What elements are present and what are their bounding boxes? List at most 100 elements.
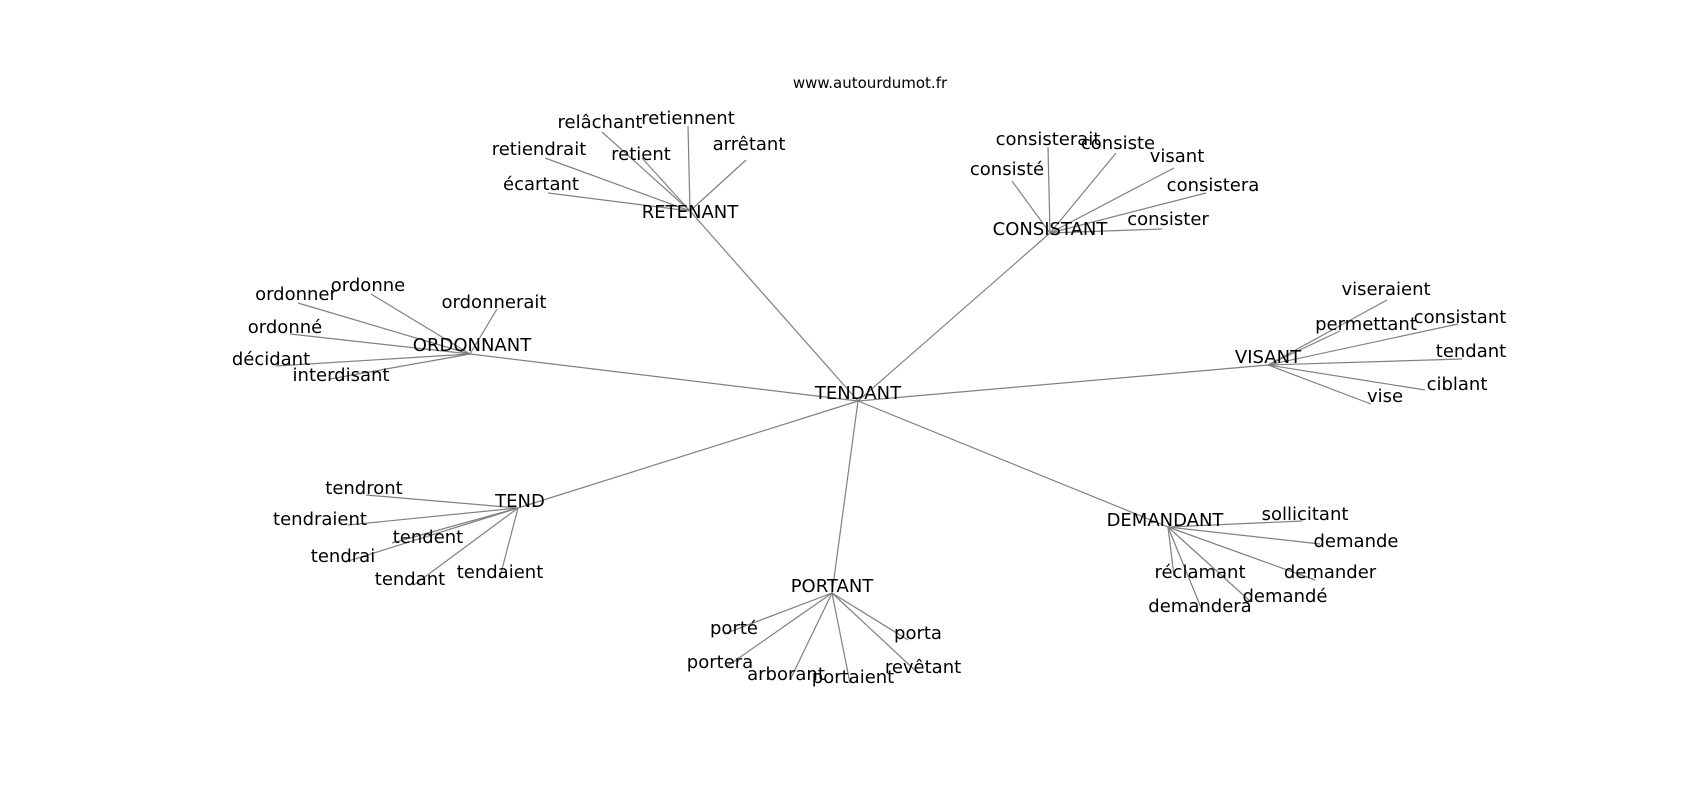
hub-label-retenant: RETENANT [642, 202, 739, 223]
leaf-label-consistant-5: consister [1127, 209, 1209, 230]
edge-portant-leaf-0 [723, 592, 833, 635]
edge-root-visant [857, 364, 1269, 402]
edge-ordonnant-leaf-2 [469, 308, 498, 355]
edge-demandant-leaf-0 [1167, 520, 1303, 528]
edge-demandant-leaf-4 [1167, 526, 1175, 577]
leaf-label-portant-2: arborant [747, 664, 825, 685]
edge-visant-leaf-2 [1267, 323, 1459, 366]
leaf-label-tend-4: tendant [375, 569, 445, 590]
leaf-label-demandant-2: demander [1284, 562, 1377, 583]
leaf-label-portant-0: porté [710, 618, 758, 639]
edge-consistant-leaf-1 [1047, 146, 1051, 234]
labels-layer: écartant retiendrait relâchant retient retie… [232, 108, 1506, 688]
leaf-label-tend-5: tendaient [457, 562, 544, 583]
leaf-label-retenant-5: arrêtant [713, 134, 786, 155]
edge-visant-leaf-5 [1267, 364, 1372, 405]
leaf-label-portant-5: porta [894, 623, 942, 644]
edge-demandant-leaf-5 [1167, 526, 1203, 611]
leaf-label-consistant-3: visant [1150, 146, 1205, 167]
hub-label-tend: TEND [494, 491, 545, 512]
leaf-label-consistant-2: consiste [1081, 133, 1155, 154]
hub-label-demandant: DEMANDANT [1107, 510, 1225, 531]
leaf-label-retenant-1: retiendrait [492, 139, 587, 160]
leaf-label-consistant-4: consistera [1167, 175, 1260, 196]
edge-visant-leaf-4 [1267, 364, 1426, 391]
edge-tend-leaf-3 [344, 507, 519, 563]
leaf-label-ordonnant-0: ordonner [255, 284, 337, 305]
leaf-label-visant-0: viseraient [1341, 279, 1430, 300]
leaf-label-portant-4: revêtant [885, 657, 961, 678]
leaf-label-demandant-1: demande [1314, 531, 1399, 552]
edge-portant-leaf-4 [831, 592, 919, 674]
edge-root-demandant [857, 400, 1169, 528]
edge-ordonnant-leaf-5 [329, 353, 471, 380]
edge-visant-leaf-0 [1267, 299, 1388, 366]
leaf-label-ordonnant-4: décidant [232, 349, 310, 370]
leaf-label-visant-3: tendant [1436, 341, 1506, 362]
edge-ordonnant-leaf-3 [289, 333, 471, 355]
hub-label-visant: VISANT [1235, 347, 1302, 368]
edge-visant-leaf-1 [1267, 330, 1341, 366]
site-watermark: www.autourdumot.fr [793, 74, 948, 92]
leaf-label-portant-3: portaient [812, 667, 894, 688]
edge-root-portant [831, 400, 859, 594]
leaf-label-retenant-4: retiennent [641, 108, 735, 129]
leaf-label-visant-1: permettant [1315, 314, 1417, 335]
hub-label-ordonnant: ORDONNANT [413, 335, 532, 356]
edge-retenant-leaf-0 [547, 192, 691, 212]
leaf-label-consistant-1: consisterait [996, 129, 1101, 150]
edge-demandant-leaf-2 [1167, 526, 1316, 581]
edge-tend-leaf-0 [365, 494, 519, 509]
edge-portant-leaf-5 [831, 592, 909, 641]
leaf-label-demandant-4: réclamant [1154, 562, 1245, 583]
edge-retenant-leaf-3 [641, 157, 691, 212]
leaf-label-retenant-0: écartant [503, 174, 579, 195]
edge-ordonnant-leaf-0 [297, 302, 471, 355]
leaf-label-ordonnant-3: ordonné [248, 317, 322, 338]
leaf-label-tend-3: tendrai [311, 546, 375, 567]
edge-visant-leaf-3 [1267, 358, 1463, 366]
leaf-label-retenant-3: retient [611, 144, 671, 165]
root-label: TENDANT [814, 383, 902, 404]
edge-consistant-leaf-5 [1049, 228, 1163, 234]
edge-tend-leaf-1 [347, 507, 519, 526]
edge-retenant-leaf-4 [687, 125, 691, 212]
edge-ordonnant-leaf-1 [370, 293, 471, 355]
leaf-label-demandant-5: demandera [1148, 596, 1251, 617]
leaf-label-demandant-3: demandé [1243, 586, 1328, 607]
edge-consistant-leaf-3 [1049, 167, 1175, 234]
leaf-label-tend-1: tendraient [273, 509, 367, 530]
edge-root-ordonnant [469, 353, 859, 402]
edge-ordonnant-leaf-4 [275, 353, 471, 367]
leaf-label-consistant-0: consisté [970, 159, 1044, 180]
leaf-label-retenant-2: relâchant [558, 112, 643, 133]
edge-portant-leaf-3 [831, 592, 851, 684]
edge-retenant-leaf-5 [689, 159, 747, 212]
edge-root-tend [517, 400, 859, 509]
edge-consistant-leaf-0 [1011, 180, 1051, 234]
edge-retenant-leaf-2 [601, 131, 691, 212]
leaf-label-visant-5: vise [1367, 386, 1403, 407]
leaf-label-tend-0: tendront [325, 478, 402, 499]
edge-tend-leaf-5 [499, 507, 519, 578]
leaf-label-visant-4: ciblant [1427, 374, 1488, 395]
edge-tend-leaf-4 [413, 507, 519, 586]
edges-layer [275, 125, 1463, 684]
leaf-label-demandant-0: sollicitant [1262, 504, 1349, 525]
edge-consistant-leaf-2 [1049, 152, 1117, 234]
edge-tend-leaf-2 [391, 507, 519, 544]
edge-root-retenant [689, 210, 859, 402]
leaf-label-ordonnant-2: ordonnerait [442, 292, 547, 313]
edge-portant-leaf-1 [725, 592, 833, 668]
hub-label-portant: PORTANT [791, 576, 875, 597]
leaf-label-ordonnant-1: ordonne [331, 275, 405, 296]
hub-label-consistant: CONSISTANT [993, 219, 1109, 240]
leaf-label-tend-2: tendent [393, 527, 464, 548]
edge-demandant-leaf-1 [1167, 526, 1321, 545]
edge-consistant-leaf-4 [1049, 192, 1207, 234]
edge-retenant-leaf-1 [544, 157, 691, 212]
leaf-label-portant-1: portera [687, 652, 753, 673]
leaf-label-visant-2: consistant [1414, 307, 1507, 328]
leaf-label-ordonnant-5: interdisant [293, 365, 390, 386]
